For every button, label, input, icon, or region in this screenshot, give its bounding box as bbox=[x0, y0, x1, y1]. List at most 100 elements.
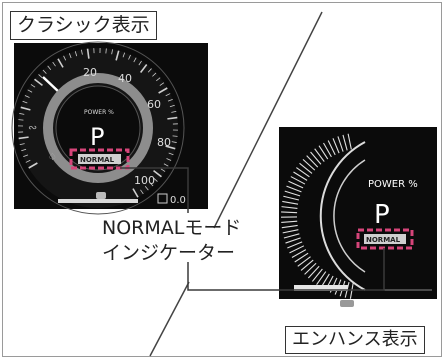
classic-tick-mark bbox=[22, 100, 28, 104]
enhance-fan-mark bbox=[284, 190, 301, 197]
enhance-display-bg bbox=[279, 127, 437, 299]
classic-tick-mark bbox=[25, 159, 31, 163]
classic-tick-mark bbox=[169, 104, 175, 108]
classic-tick-mark bbox=[30, 84, 36, 88]
enhance-fan-mark bbox=[323, 142, 332, 158]
divider-line-bottom bbox=[149, 281, 190, 357]
mode-indicator-callout: NORMALモード インジケーター bbox=[102, 216, 302, 266]
classic-tick-mark bbox=[128, 54, 131, 60]
classic-tick-mark bbox=[149, 182, 154, 187]
classic-tick-label: 80 bbox=[157, 136, 171, 149]
enhance-fan-mark bbox=[281, 211, 298, 214]
enhance-fan-mark bbox=[291, 249, 307, 258]
classic-tick-mark bbox=[152, 72, 157, 77]
classic-tick-mark bbox=[132, 188, 139, 198]
enhance-fan-mark bbox=[316, 271, 327, 285]
classic-tick-mark bbox=[144, 186, 149, 191]
enhance-fan-mark bbox=[281, 224, 298, 229]
divider-line-top bbox=[213, 11, 323, 229]
enhance-arc-outer bbox=[319, 141, 366, 291]
classic-tick-mark bbox=[34, 78, 43, 87]
classic-tick-mark bbox=[19, 113, 25, 115]
classic-tick-mark bbox=[115, 50, 120, 61]
enhance-label: エンハンス表示 bbox=[285, 326, 425, 354]
enhance-fan-mark bbox=[282, 229, 299, 234]
classic-tick-mark bbox=[159, 82, 165, 86]
classic-car-icon bbox=[96, 192, 106, 199]
enhance-arc-inner bbox=[333, 159, 366, 273]
enhance-fan-mark bbox=[296, 167, 310, 178]
enhance-mode-highlight bbox=[356, 228, 414, 250]
classic-tick-mark bbox=[18, 136, 29, 140]
enhance-car-icon bbox=[340, 300, 354, 307]
enhance-fan-mark bbox=[347, 133, 352, 150]
enhance-fan-mark bbox=[327, 140, 336, 156]
classic-tick-mark bbox=[165, 145, 176, 150]
classic-tick-mark bbox=[139, 64, 148, 73]
enhance-mode-badge bbox=[364, 234, 406, 244]
enhance-fan-mark bbox=[294, 252, 309, 263]
enhance-fan-mark bbox=[332, 138, 340, 154]
enhance-fan-mark bbox=[285, 237, 301, 244]
classic-tick-mark bbox=[133, 57, 137, 63]
enhance-fan-mark bbox=[283, 195, 300, 201]
classic-tick-mark bbox=[140, 189, 144, 195]
classic-tick-label: 20 bbox=[83, 66, 97, 79]
classic-tick-label: 60 bbox=[147, 98, 161, 111]
enhance-fan-mark bbox=[311, 268, 323, 282]
classic-tick-mark bbox=[19, 143, 25, 146]
callout-line-2: インジケーター bbox=[102, 242, 236, 264]
classic-tick-mark bbox=[165, 93, 171, 97]
classic-tick-mark bbox=[153, 177, 158, 182]
classic-tick-mark bbox=[20, 106, 31, 111]
enhance-display bbox=[279, 127, 437, 307]
enhance-mode-badge-text: NORMAL bbox=[366, 236, 401, 244]
classic-tick-mark bbox=[86, 48, 90, 59]
classic-tick-mark bbox=[18, 119, 24, 121]
classic-mode-highlight bbox=[69, 148, 130, 170]
enhance-gear-indicator: P bbox=[374, 200, 390, 230]
enhance-fan-mark bbox=[289, 245, 305, 254]
enhance-fan-mark bbox=[310, 151, 322, 165]
classic-odo-value: 0.0 bbox=[170, 195, 186, 206]
classic-tick-mark bbox=[42, 69, 47, 74]
classic-power-ring bbox=[43, 73, 153, 183]
enhance-fan-mark bbox=[282, 200, 299, 205]
classic-tick-mark bbox=[28, 162, 38, 169]
classic-tick-label: 100 bbox=[134, 174, 155, 187]
classic-needle bbox=[42, 76, 61, 94]
classic-tick-mark bbox=[153, 169, 162, 178]
classic-tick-mark bbox=[105, 48, 107, 54]
classic-display: ∾ ♤ bbox=[11, 41, 208, 215]
classic-tick-mark bbox=[47, 65, 52, 70]
enhance-fan-mark bbox=[337, 136, 344, 152]
enhance-fan-mark bbox=[297, 256, 311, 267]
classic-bottom-bar bbox=[58, 199, 138, 203]
enhance-fan-mark bbox=[287, 241, 303, 249]
classic-tick-mark bbox=[52, 61, 56, 67]
classic-tick-mark bbox=[57, 58, 64, 68]
classic-left-symbol: ∾ bbox=[28, 121, 37, 134]
classic-tick-mark bbox=[156, 77, 161, 82]
enhance-fan-mark bbox=[304, 262, 317, 275]
classic-tick-label: 40 bbox=[118, 72, 132, 85]
classic-mode-badge-text: NORMAL bbox=[80, 156, 115, 164]
callout-line-1: NORMALモード bbox=[102, 217, 242, 239]
classic-tick-mark bbox=[23, 154, 29, 158]
enhance-fan-mark bbox=[314, 148, 325, 162]
classic-tick-mark bbox=[167, 98, 173, 102]
classic-tick-mark bbox=[63, 55, 67, 61]
enhance-fan-mark bbox=[302, 158, 316, 171]
enhance-fan-mark bbox=[299, 162, 313, 174]
classic-tick-mark bbox=[167, 116, 178, 120]
classic-tick-mark bbox=[68, 53, 72, 59]
enhance-fan-mark bbox=[283, 233, 300, 239]
enhance-fan-mark bbox=[290, 176, 306, 185]
classic-tick-mark bbox=[111, 49, 113, 55]
enhance-fan-mark bbox=[293, 171, 308, 181]
enhance-fan-mark bbox=[306, 155, 319, 168]
classic-tick-mark bbox=[80, 49, 83, 55]
classic-mode-badge bbox=[78, 154, 121, 164]
classic-power-label: POWER % bbox=[84, 109, 114, 116]
enhance-fan-mark bbox=[318, 145, 329, 160]
